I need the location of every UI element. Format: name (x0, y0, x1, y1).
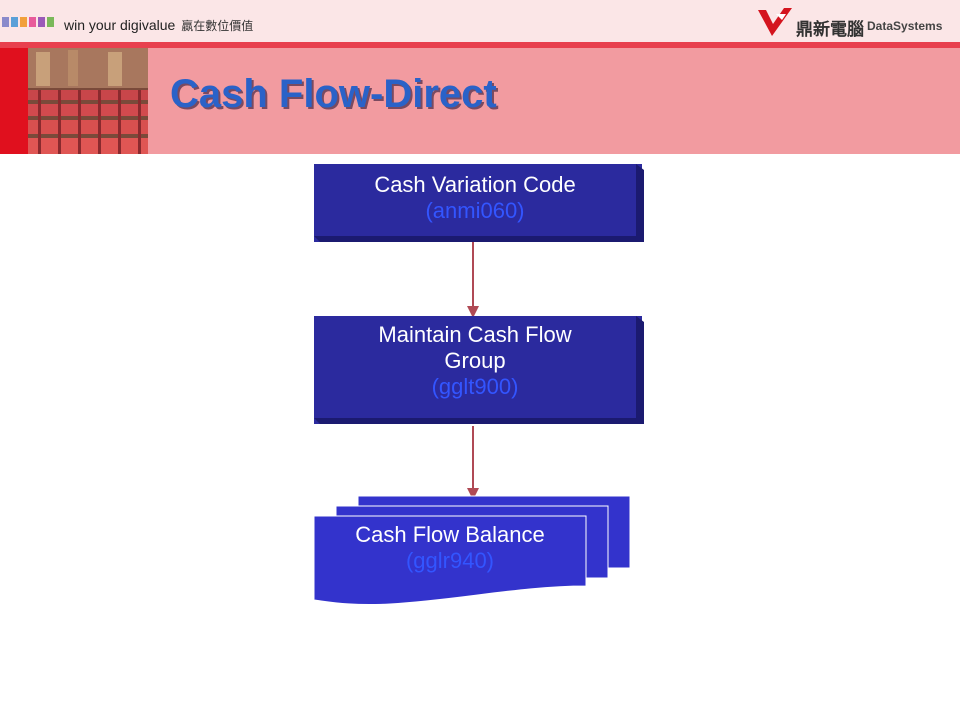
node-1-text: Cash Variation Code (anmi060) (314, 172, 636, 224)
brand-logo: 鼎新電腦 DataSystems (756, 6, 946, 39)
slogan-en: win your digivalue (64, 17, 176, 33)
node-3-text: Cash Flow Balance (gglr940) (314, 522, 586, 574)
slogan-text: win your digivalue 贏在數位價值 (64, 17, 253, 34)
node-2-label: Maintain Cash Flow Group (378, 322, 572, 373)
brand-mark-icon (758, 8, 792, 36)
brand-name-cn: 鼎新電腦 (796, 20, 864, 39)
header-bar (0, 0, 960, 42)
node-1-label: Cash Variation Code (374, 172, 576, 197)
banner-red-strip (0, 48, 28, 154)
node-2-code: (gglt900) (431, 374, 519, 399)
node-maintain-cash-flow-group (314, 316, 644, 424)
node-2-text: Maintain Cash Flow Group (gglt900) (314, 322, 636, 400)
node-1-code: (anmi060) (425, 198, 525, 223)
node-3-label: Cash Flow Balance (355, 522, 545, 547)
node-cash-flow-balance-stack (313, 495, 631, 606)
slogan-cn: 贏在數位價值 (181, 19, 254, 33)
page-title: Cash Flow-Direct (170, 72, 497, 116)
node-3-code: (gglr940) (405, 548, 495, 573)
auditorium-photo (28, 48, 148, 154)
node-cash-variation-code (314, 164, 644, 242)
brand-name-en: DataSystems (867, 19, 943, 33)
header-divider (0, 42, 960, 48)
title-banner (0, 48, 960, 154)
